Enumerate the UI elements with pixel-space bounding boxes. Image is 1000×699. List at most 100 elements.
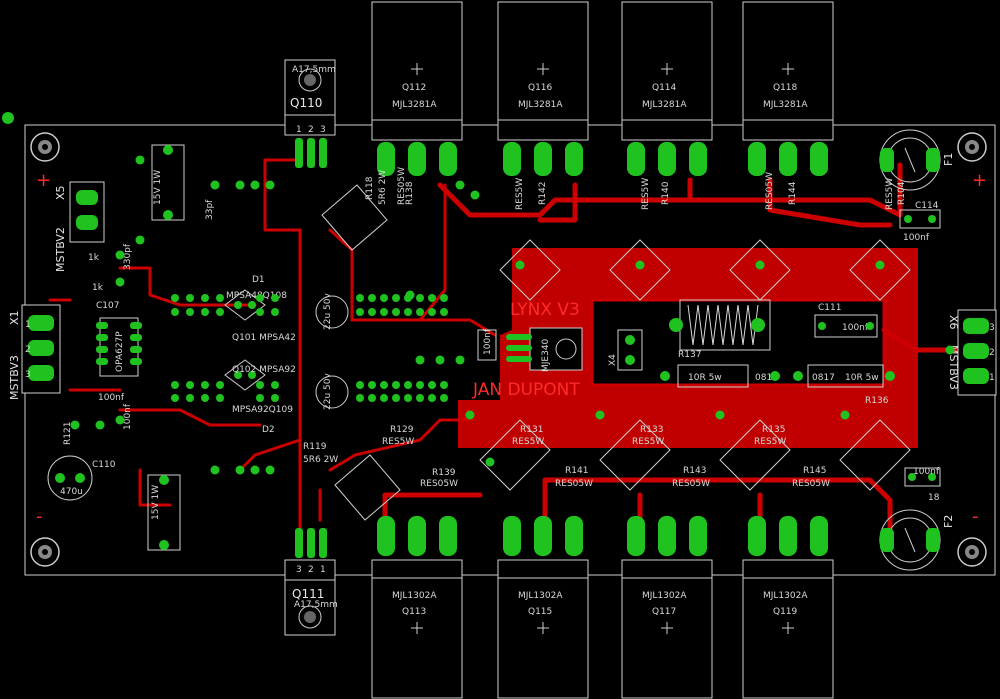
fuse-f1: F1 <box>879 129 955 191</box>
pad <box>689 142 707 176</box>
pad <box>368 308 376 316</box>
transistor-ref: Q113 <box>402 607 426 617</box>
mounting-hole-top-right <box>957 132 987 162</box>
svg-text:3: 3 <box>25 370 31 380</box>
pad <box>405 290 415 300</box>
pad <box>440 308 448 316</box>
svg-text:15V 1W: 15V 1W <box>153 170 163 205</box>
trace-top-rail-b <box>537 177 893 228</box>
q111-pkg: A17,5mm <box>294 600 338 610</box>
svg-text:10R 5w: 10R 5w <box>845 373 879 383</box>
pad <box>416 394 424 402</box>
pad <box>271 308 279 316</box>
q110-pkg: A17,5mm <box>292 65 336 75</box>
pad <box>271 381 279 389</box>
pad <box>171 294 179 302</box>
trace-misc-2 <box>118 266 262 427</box>
minus-marker-left: - <box>36 506 43 527</box>
svg-text:22u 50v: 22u 50v <box>323 373 333 410</box>
pad <box>455 355 465 365</box>
pad <box>356 394 364 402</box>
pad <box>689 516 707 556</box>
svg-text:1: 1 <box>296 125 302 135</box>
pad <box>95 420 105 430</box>
svg-text:R138: R138 <box>405 181 415 205</box>
pad <box>235 180 245 190</box>
svg-text:R131: R131 <box>520 425 543 435</box>
svg-text:MSTBV2: MSTBV2 <box>54 227 67 272</box>
transistor-part: MJL3281A <box>763 100 808 110</box>
svg-text:F1: F1 <box>942 153 955 166</box>
svg-text:15V 1W: 15V 1W <box>151 485 161 520</box>
pad <box>595 410 605 420</box>
svg-text:R136: R136 <box>865 396 889 406</box>
pad <box>428 394 436 402</box>
pad <box>201 381 209 389</box>
svg-text:X4: X4 <box>608 354 618 366</box>
pad <box>210 465 220 475</box>
svg-text:C114: C114 <box>915 201 939 211</box>
pad <box>715 410 725 420</box>
pad <box>810 516 828 556</box>
q110-ref: Q110 <box>290 96 322 110</box>
pad <box>135 235 145 245</box>
pad <box>565 516 583 556</box>
fuse-f2: F2 <box>879 509 955 571</box>
pad <box>115 415 125 425</box>
pad <box>748 516 766 556</box>
pad <box>455 180 465 190</box>
svg-text:R140: R140 <box>661 181 671 205</box>
cap-c111: C111 100nf <box>814 303 878 338</box>
pad <box>265 465 275 475</box>
pad <box>368 394 376 402</box>
svg-text:RES5W: RES5W <box>515 178 525 210</box>
cap-c100-center: 100nf <box>477 328 497 361</box>
svg-text:100nf: 100nf <box>98 393 125 403</box>
svg-text:C107: C107 <box>96 301 119 311</box>
transistor-part: MJL1302A <box>763 591 808 601</box>
svg-text:RES05W: RES05W <box>765 172 775 210</box>
pad <box>216 394 224 402</box>
svg-text:0817: 0817 <box>812 373 835 383</box>
svg-text:F2: F2 <box>942 515 955 528</box>
svg-text:OPA627P: OPA627P <box>115 331 125 372</box>
svg-text:330pf: 330pf <box>123 243 133 270</box>
pad <box>216 308 224 316</box>
transistor-part: MJL3281A <box>392 100 437 110</box>
pad <box>201 394 209 402</box>
svg-text:RES05W: RES05W <box>792 479 830 489</box>
pad <box>115 277 125 287</box>
svg-text:1: 1 <box>320 565 326 575</box>
svg-text:MSTBV3: MSTBV3 <box>947 345 960 390</box>
svg-text:10R 5w: 10R 5w <box>688 373 722 383</box>
x1-type: MSTBV3 <box>8 355 21 400</box>
pad <box>503 516 521 556</box>
pad <box>404 394 412 402</box>
pad <box>201 294 209 302</box>
svg-text:RES5W: RES5W <box>885 178 895 210</box>
pad <box>171 308 179 316</box>
transistor-ref: Q112 <box>402 83 426 93</box>
pad <box>115 250 125 260</box>
pad <box>440 294 448 302</box>
svg-text:1: 1 <box>989 373 995 383</box>
mounting-hole-bottom-left <box>30 537 60 567</box>
pad <box>515 260 525 270</box>
pad <box>265 180 275 190</box>
plus-marker-right: + <box>972 170 987 191</box>
pad <box>201 308 209 316</box>
pad <box>565 142 583 176</box>
svg-text:R118: R118 <box>365 176 375 200</box>
transistor-part: MJL1302A <box>518 591 563 601</box>
pad <box>428 308 436 316</box>
pad <box>377 142 395 176</box>
pad <box>392 394 400 402</box>
pad <box>380 308 388 316</box>
svg-text:R129: R129 <box>390 425 414 435</box>
small-signal-section: OPA627P C107 100nf 470u C110 15V 1W 15V … <box>47 144 349 551</box>
